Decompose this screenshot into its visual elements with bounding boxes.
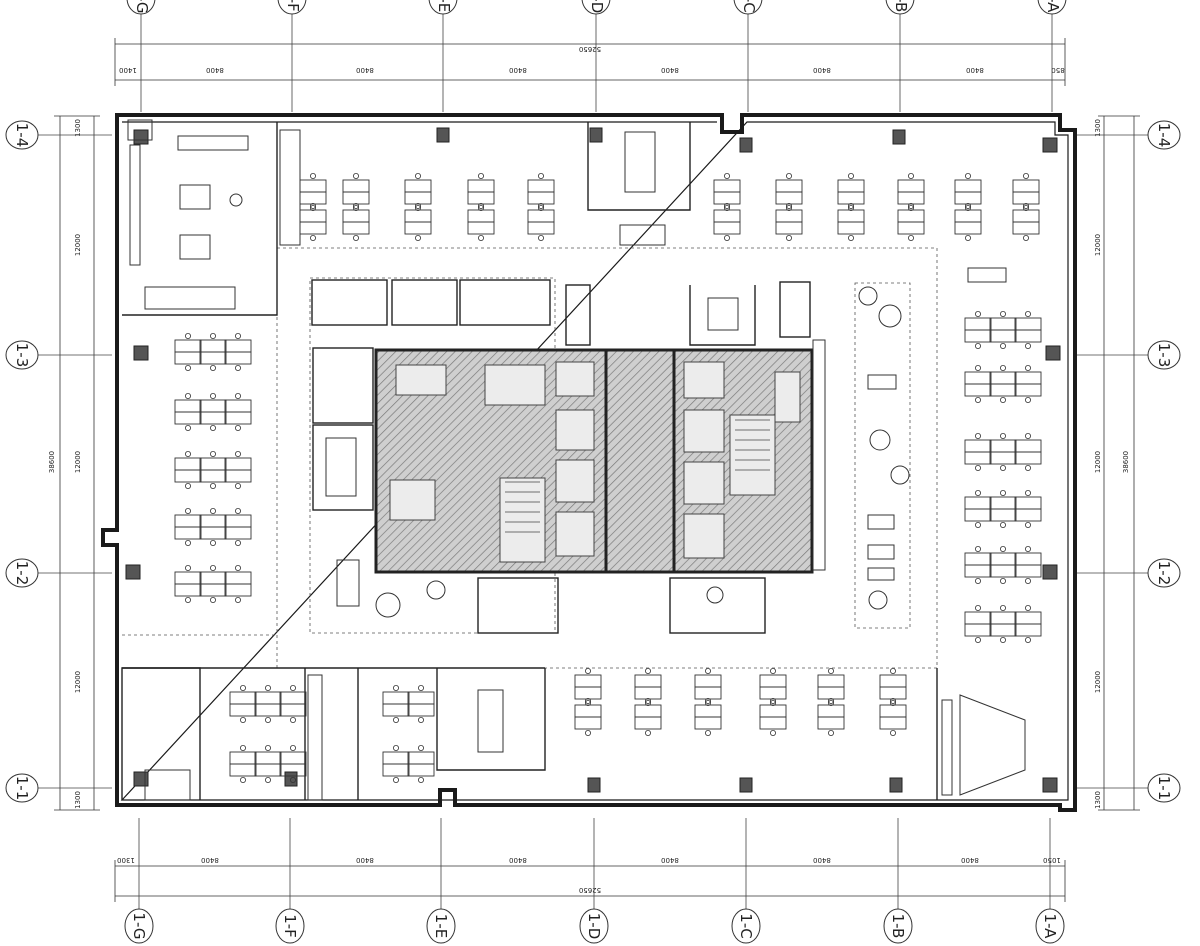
right-seg: 12000 [1094,451,1102,473]
right-seg: 12000 [1094,671,1102,693]
left-axis-bubbles: 1-4 1-3 1-2 1-1 [5,120,39,803]
interior-rooms [121,122,938,800]
bottom-seg: 8400 [661,856,679,864]
axis-bubble: 1-D [581,0,611,15]
axis-bubble: 1-B [885,0,915,15]
axis-label: 1-B [892,0,910,12]
top-dimensions: 52650 1400 8400 8400 8400 8400 8400 8400… [119,45,1065,74]
axis-label: 1-3 [1155,343,1173,368]
left-dimensions: 1300 12000 12000 12000 1300 38600 [48,119,82,809]
axis-bubble: 1-1 [5,773,39,803]
left-seg: 12000 [74,451,82,473]
axis-bubble: 1-A [1037,0,1067,15]
left-seg: 1300 [74,119,82,137]
axis-label: 1-G [130,912,148,939]
axis-bubble: 1-D [579,908,609,944]
axis-label: 1-2 [1155,561,1173,586]
right-dimensions: 1300 12000 12000 12000 1300 38600 [1094,119,1130,809]
axis-label: 1-4 [1155,123,1173,148]
axis-label: 1-E [432,914,450,938]
axis-label: 1-F [284,0,302,12]
top-seg: 1400 [119,66,137,74]
left-seg: 1300 [74,791,82,809]
axis-label: 1-3 [13,343,31,368]
axis-label: 1-A [1044,0,1062,13]
top-axis-bubbles: 1-G 1-F 1-E 1-D 1-C 1-B 1-A [126,0,1067,15]
top-seg: 8400 [356,66,374,74]
bottom-seg: 8400 [509,856,527,864]
right-seg: 1300 [1094,791,1102,809]
left-seg: 12000 [74,671,82,693]
axis-label: 1-2 [13,561,31,586]
axis-grid [38,14,1148,910]
axis-bubble: 1-A [1035,908,1065,944]
bottom-seg: 8400 [201,856,219,864]
axis-bubble: 1-2 [1147,558,1181,588]
axis-bubble: 1-F [277,0,307,15]
bottom-total: 52650 [579,886,601,894]
axis-bubble: 1-1 [1147,773,1181,803]
right-axis-bubbles: 1-4 1-3 1-2 1-1 [1147,120,1181,803]
right-seg: 1300 [1094,119,1102,137]
top-seg: 8400 [661,66,679,74]
axis-label: 1-C [737,913,755,938]
axis-bubble: 1-4 [5,120,39,150]
axis-bubble: 1-2 [5,558,39,588]
axis-label: 1-1 [13,776,31,801]
bottom-seg: 1050 [1043,856,1061,864]
top-seg: 8400 [206,66,224,74]
top-seg: 8400 [966,66,984,74]
right-total: 38600 [1122,451,1130,473]
left-total: 38600 [48,451,56,473]
bottom-axis-bubbles: 1-G 1-F 1-E 1-D 1-C 1-B 1-A [124,908,1065,944]
axis-bubble: 1-G [126,0,156,15]
axis-bubble: 1-4 [1147,120,1181,150]
axis-bubble: 1-B [883,908,913,944]
bottom-seg: 1300 [117,856,135,864]
meeting-tables [177,131,1026,796]
bottom-seg: 8400 [961,856,979,864]
bottom-seg: 8400 [356,856,374,864]
axis-label: 1-F [281,914,299,938]
bottom-seg: 8400 [813,856,831,864]
central-core [374,348,814,574]
top-seg: 8400 [509,66,527,74]
axis-bubble: 1-3 [1147,340,1181,370]
axis-label: 1-G [133,0,151,14]
axis-bubble: 1-E [426,908,456,944]
top-seg: 850 [1051,66,1064,74]
axis-label: 1-4 [13,123,31,148]
left-seg: 12000 [74,234,82,256]
axis-label: 1-B [889,914,907,939]
axis-bubble: 1-E [428,0,458,15]
axis-bubble: 1-C [733,0,763,15]
bottom-dimensions: 1300 8400 8400 8400 8400 8400 8400 1050 … [117,856,1061,894]
axis-label: 1-D [585,913,603,940]
axis-bubble: 1-C [731,908,761,944]
lounge-furniture [127,119,953,801]
axis-bubble: 1-F [275,908,305,944]
axis-label: 1-1 [1155,776,1173,801]
right-seg: 12000 [1094,234,1102,256]
axis-label: 1-D [588,0,606,13]
axis-label: 1-A [1041,914,1059,940]
dimension-lines [54,38,1140,902]
axis-bubble: 1-G [124,908,154,944]
axis-label: 1-C [740,0,758,13]
axis-label: 1-E [435,0,453,12]
top-seg: 8400 [813,66,831,74]
top-total: 52650 [579,45,601,53]
axis-bubble: 1-3 [5,340,39,370]
